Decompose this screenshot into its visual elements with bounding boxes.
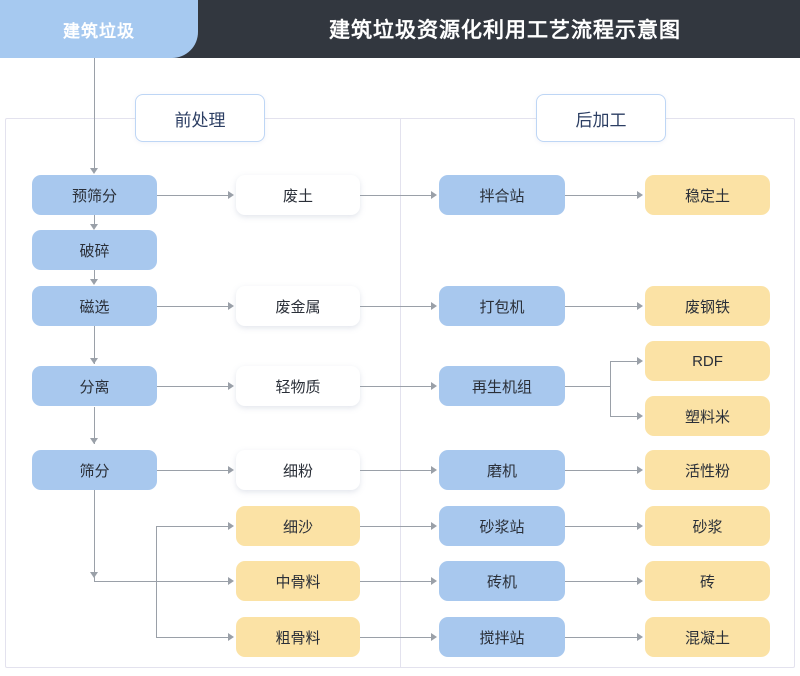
connector-riser-to-m7 (156, 637, 230, 638)
connector-aggregate-riser (156, 526, 157, 637)
connector-e3-split-riser (610, 361, 611, 417)
connector-p5-aggregate-bus-vertical (94, 490, 95, 581)
connector-p1-p2-arrowhead (90, 224, 98, 230)
node-product-stabilized-soil[interactable]: 稳定土 (645, 175, 770, 215)
connector-e3-r3-arrowhead (637, 357, 643, 365)
connector-p1-p2 (94, 215, 95, 228)
connector-m5-e5-arrowhead (431, 522, 437, 530)
connector-p3-m2-arrowhead (228, 302, 234, 310)
node-equipment-baler[interactable]: 打包机 (439, 286, 565, 326)
connector-m7-e7 (360, 637, 433, 638)
connector-m1-e1-arrowhead (431, 191, 437, 199)
connector-e1-r1 (565, 195, 639, 196)
connector-p5-m4-arrowhead (228, 466, 234, 474)
connector-p3-p4 (94, 326, 95, 364)
connector-e7-r8-arrowhead (637, 633, 643, 641)
connector-riser-to-m5 (156, 526, 230, 527)
connector-riser-m5-arrowhead (228, 522, 234, 530)
connector-p5-m4 (157, 470, 230, 471)
connector-p5-bus-arrowhead (90, 572, 98, 578)
node-process-separation[interactable]: 分离 (32, 366, 157, 406)
node-product-mortar[interactable]: 砂浆 (645, 506, 770, 546)
section-label-postprocessing: 后加工 (536, 94, 666, 142)
connector-m6-e6 (360, 581, 433, 582)
connector-p4-p5-arrowhead (90, 438, 98, 444)
connector-m2-e2 (360, 306, 433, 307)
connector-e1-r1-arrowhead (637, 191, 643, 199)
connector-p1-m1-arrowhead (228, 191, 234, 199)
node-product-plastic-pellets[interactable]: 塑料米 (645, 396, 770, 436)
node-equipment-mortar-station[interactable]: 砂浆站 (439, 506, 565, 546)
node-equipment-grinder[interactable]: 磨机 (439, 450, 565, 490)
node-process-crushing[interactable]: 破碎 (32, 230, 157, 270)
connector-e6-r7 (565, 581, 639, 582)
connector-e2-r2-arrowhead (637, 302, 643, 310)
panel-vertical-divider (400, 118, 401, 668)
connector-e3-r4-arrowhead (637, 412, 643, 420)
node-equipment-mixing-station[interactable]: 拌合站 (439, 175, 565, 215)
connector-e3-split-stem (565, 386, 610, 387)
connector-m4-e4 (360, 470, 433, 471)
header-tab-construction-waste[interactable]: 建筑垃圾 (0, 0, 198, 58)
connector-e2-r2 (565, 306, 639, 307)
node-product-brick[interactable]: 砖 (645, 561, 770, 601)
connector-e4-r5 (565, 470, 639, 471)
connector-p2-p3 (94, 270, 95, 283)
connector-e3-r4 (610, 416, 639, 417)
connector-m1-e1 (360, 195, 433, 196)
node-equipment-regeneration-unit[interactable]: 再生机组 (439, 366, 565, 406)
node-material-light-matter[interactable]: 轻物质 (236, 366, 360, 406)
connector-p4-p5 (94, 407, 95, 444)
node-product-concrete[interactable]: 混凝土 (645, 617, 770, 657)
page-title: 建筑垃圾资源化利用工艺流程示意图 (329, 19, 681, 42)
node-material-fine-powder[interactable]: 细粉 (236, 450, 360, 490)
node-material-scrap-metal[interactable]: 废金属 (236, 286, 360, 326)
node-process-magnetic-separation[interactable]: 磁选 (32, 286, 157, 326)
connector-m7-e7-arrowhead (431, 633, 437, 641)
node-product-active-powder[interactable]: 活性粉 (645, 450, 770, 490)
connector-e7-r8 (565, 637, 639, 638)
connector-m4-e4-arrowhead (431, 466, 437, 474)
connector-m3-e3-arrowhead (431, 382, 437, 390)
connector-e4-r5-arrowhead (637, 466, 643, 474)
node-material-medium-aggregate[interactable]: 中骨料 (236, 561, 360, 601)
node-product-scrap-steel[interactable]: 废钢铁 (645, 286, 770, 326)
connector-entry-arrowhead (90, 168, 98, 174)
connector-p4-m3 (157, 386, 230, 387)
node-material-coarse-aggregate[interactable]: 粗骨料 (236, 617, 360, 657)
node-equipment-concrete-mixing-station[interactable]: 搅拌站 (439, 617, 565, 657)
section-label-pretreatment: 前处理 (135, 94, 265, 142)
node-material-waste-soil[interactable]: 废土 (236, 175, 360, 215)
connector-e5-r6 (565, 526, 639, 527)
connector-e3-r3 (610, 361, 639, 362)
connector-bus-to-m6 (94, 581, 230, 582)
connector-m6-e6-arrowhead (431, 577, 437, 585)
connector-m5-e5 (360, 526, 433, 527)
connector-m2-e2-arrowhead (431, 302, 437, 310)
connector-p2-p3-arrowhead (90, 279, 98, 285)
connector-entry-vertical (94, 58, 95, 170)
node-material-fine-sand[interactable]: 细沙 (236, 506, 360, 546)
connector-m3-e3 (360, 386, 433, 387)
node-process-pre-screening[interactable]: 预筛分 (32, 175, 157, 215)
connector-riser-m7-arrowhead (228, 633, 234, 641)
connector-p3-m2 (157, 306, 230, 307)
connector-e5-r6-arrowhead (637, 522, 643, 530)
connector-p1-m1 (157, 195, 230, 196)
connector-e6-r7-arrowhead (637, 577, 643, 585)
connector-bus-m6-arrowhead (228, 577, 234, 585)
node-process-screening[interactable]: 筛分 (32, 450, 157, 490)
connector-p4-m3-arrowhead (228, 382, 234, 390)
node-equipment-brick-machine[interactable]: 砖机 (439, 561, 565, 601)
connector-p3-p4-arrowhead (90, 358, 98, 364)
node-product-rdf[interactable]: RDF (645, 341, 770, 381)
